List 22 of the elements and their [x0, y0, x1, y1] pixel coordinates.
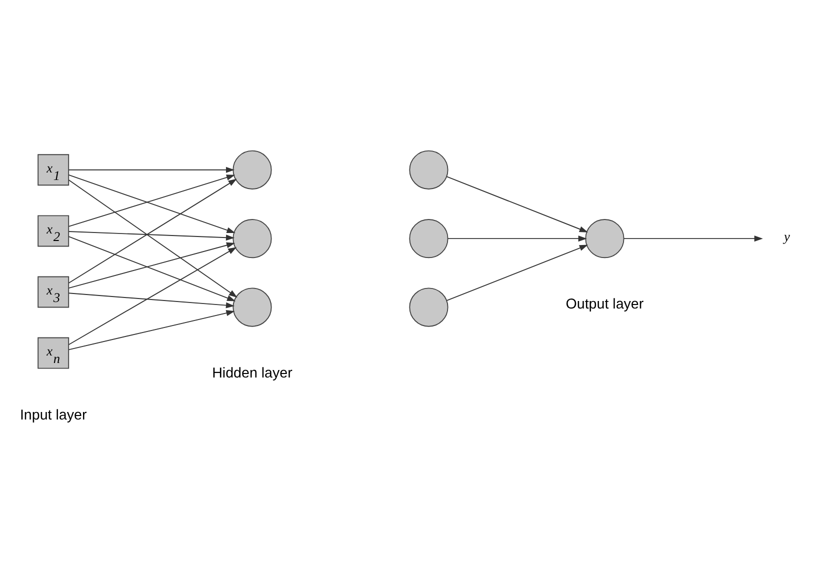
arrow — [68, 242, 236, 288]
arrow — [68, 292, 235, 308]
node-circle — [585, 218, 624, 258]
node-text: y — [784, 228, 790, 244]
arrow — [68, 310, 235, 350]
node-circle — [232, 218, 272, 258]
node-circle — [409, 287, 448, 326]
node-circle — [232, 150, 272, 189]
arrow — [448, 235, 587, 242]
arrow — [446, 176, 588, 232]
arrow — [68, 230, 235, 240]
arrow — [68, 166, 235, 172]
node-circle — [409, 150, 448, 189]
node-circle — [409, 218, 448, 258]
node-circle — [232, 287, 272, 326]
arrow — [68, 246, 237, 345]
label: Input layer — [20, 406, 87, 423]
arrow — [446, 244, 588, 301]
label: Output layer — [566, 296, 644, 312]
arrow — [68, 236, 236, 301]
arrow — [624, 235, 763, 242]
label: Hidden layer — [212, 364, 292, 381]
